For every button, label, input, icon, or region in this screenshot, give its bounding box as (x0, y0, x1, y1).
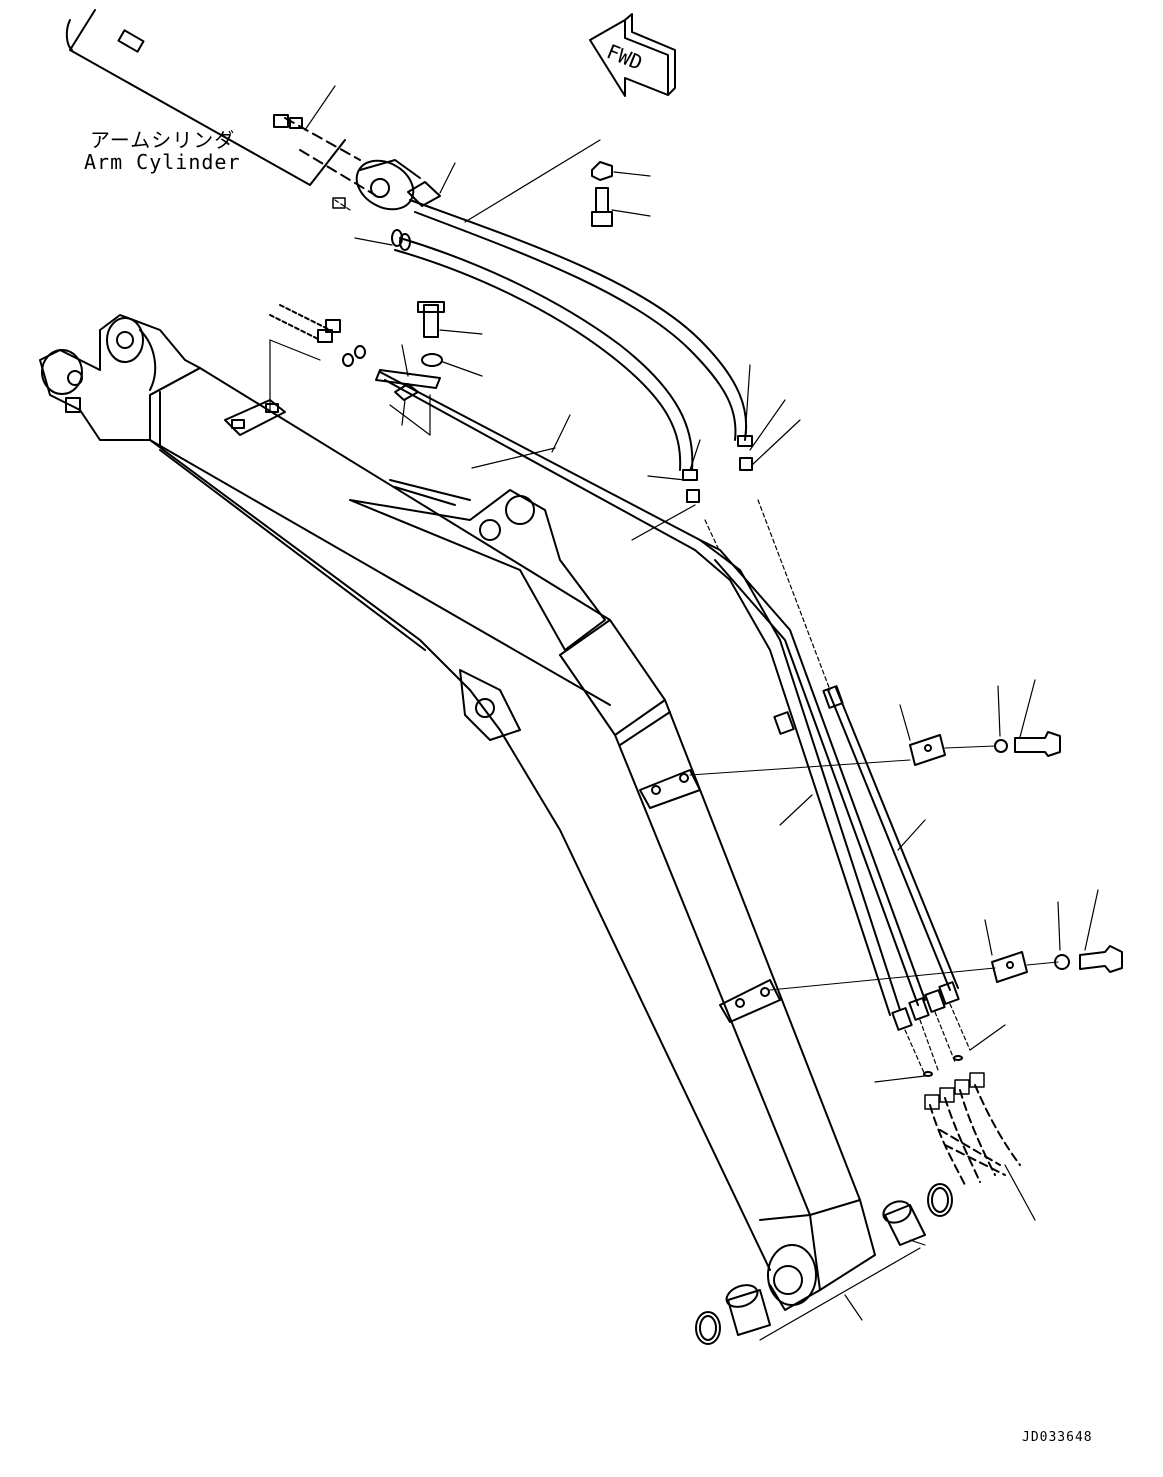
clamp-lower (769, 889, 1123, 991)
leader-line (304, 85, 336, 131)
bushings (695, 1183, 953, 1345)
arm-cylinder-label-jp: アームシリンダ (90, 128, 236, 152)
forward-arrow-symbol (589, 13, 676, 97)
arm-body (39, 314, 876, 1311)
drawing-code: JD033648 (1022, 1430, 1093, 1445)
lower-hoses (929, 1084, 1021, 1186)
nut-and-bolt-top (591, 161, 651, 227)
middle-hoses-and-clamps (269, 301, 483, 436)
upper-hoses (391, 181, 753, 503)
arm-cylinder (65, 9, 421, 211)
arm-cylinder-label-en: Arm Cylinder (84, 150, 241, 174)
steel-tubes (379, 371, 960, 1031)
tube-end-details (874, 1024, 1006, 1083)
clamp-upper (689, 679, 1061, 776)
